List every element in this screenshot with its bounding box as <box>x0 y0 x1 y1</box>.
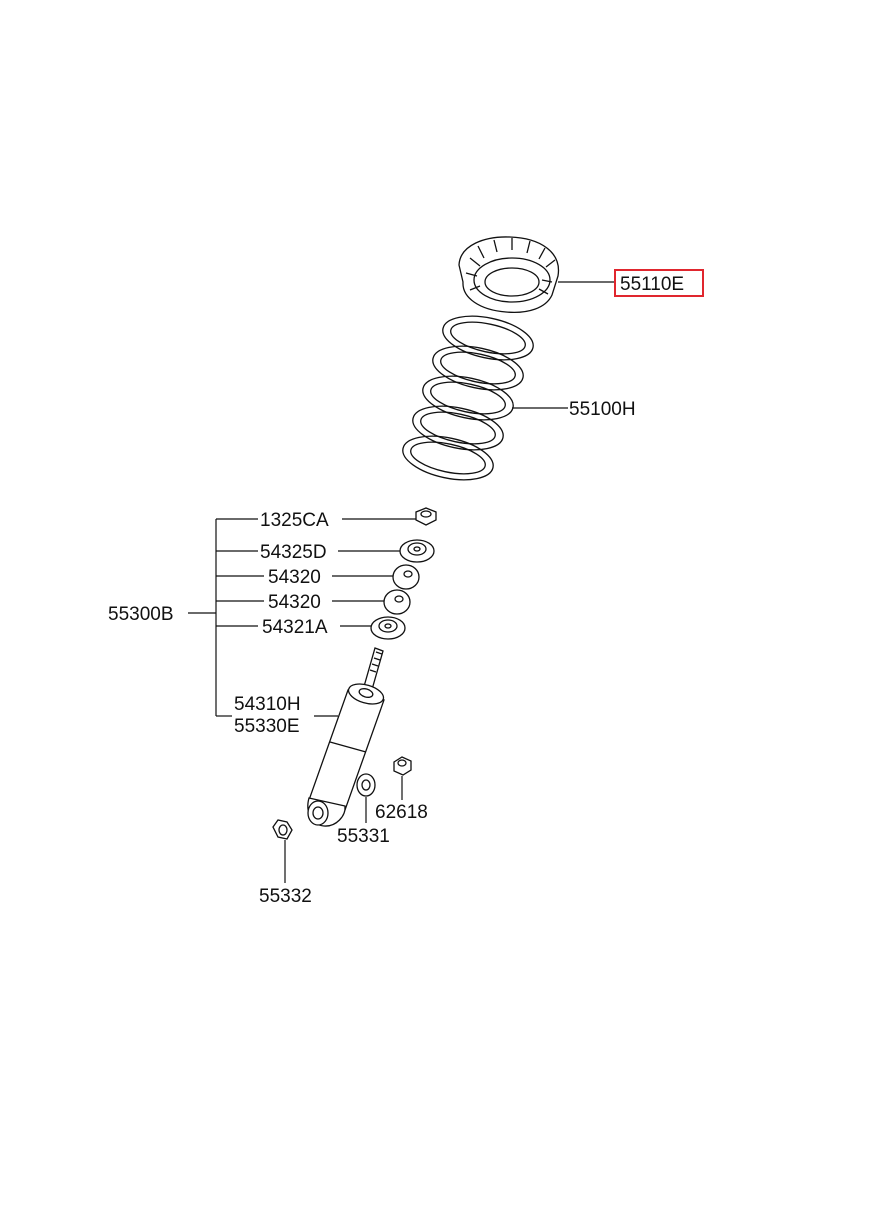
bushing-54320-upper-drawing <box>392 564 420 590</box>
washer-54325d-drawing <box>399 539 435 563</box>
label-55100h[interactable]: 55100H <box>569 399 636 420</box>
shock-absorber-drawing <box>307 647 385 827</box>
label-54325d[interactable]: 54325D <box>260 542 327 563</box>
spring-pad-drawing <box>458 236 560 314</box>
washer-54321a-drawing <box>370 616 406 640</box>
nut-1325ca-drawing <box>415 507 437 526</box>
bolt-62618-drawing <box>393 756 412 776</box>
label-55332[interactable]: 55332 <box>259 886 312 907</box>
label-55110e[interactable]: 55110E <box>620 274 684 295</box>
highlight-box <box>614 269 704 297</box>
label-55331[interactable]: 55331 <box>337 826 390 847</box>
label-55300b[interactable]: 55300B <box>108 604 174 625</box>
label-55330e[interactable]: 55330E <box>234 716 300 737</box>
label-54321a[interactable]: 54321A <box>262 617 328 638</box>
label-62618[interactable]: 62618 <box>375 802 428 823</box>
leader-lines <box>188 281 615 883</box>
label-54320-upper[interactable]: 54320 <box>268 567 321 588</box>
bushing-54320-lower-drawing <box>383 589 411 615</box>
label-54310h[interactable]: 54310H <box>234 694 301 715</box>
nut-55332-drawing <box>272 819 293 840</box>
label-1325ca[interactable]: 1325CA <box>260 510 329 531</box>
coil-spring-drawing <box>402 315 534 481</box>
label-54320-lower[interactable]: 54320 <box>268 592 321 613</box>
washer-55331-drawing <box>356 773 376 797</box>
